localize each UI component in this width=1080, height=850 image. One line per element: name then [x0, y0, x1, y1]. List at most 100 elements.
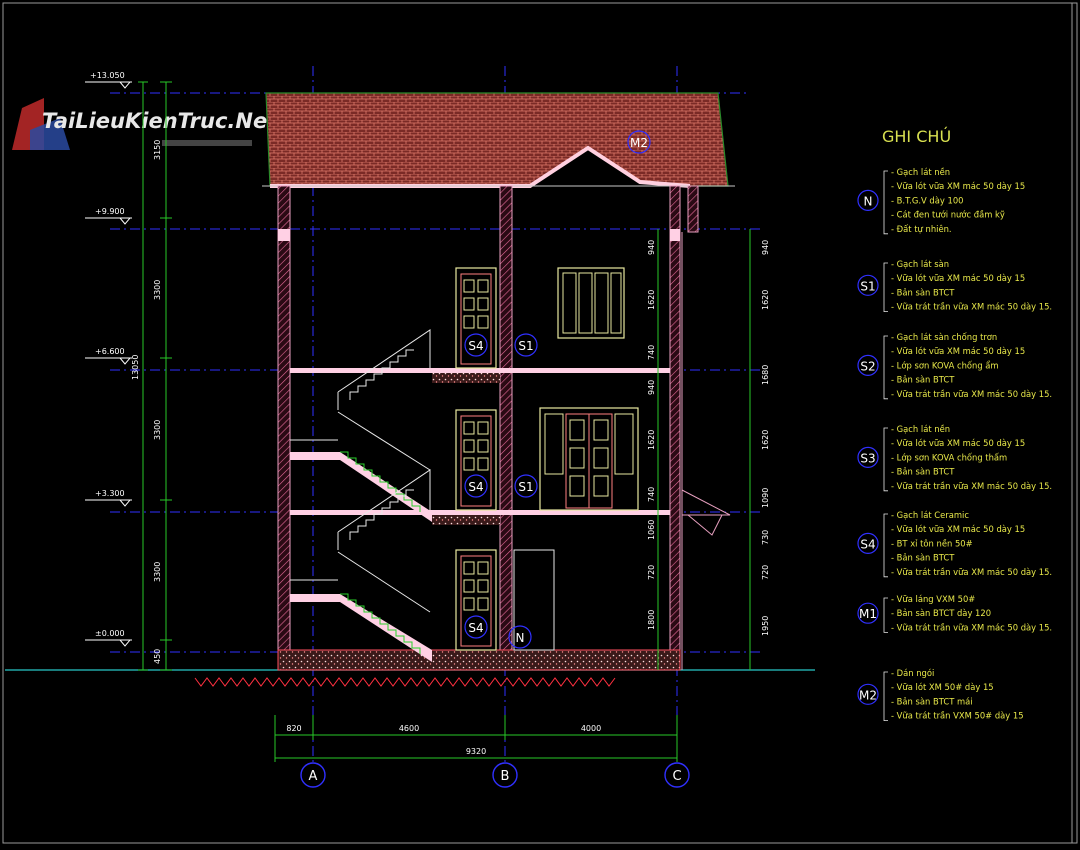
bottom-dimension-text: 820 4600 4000 9320	[286, 724, 601, 756]
note-line: - Cát đen tưới nước đầm kỹ	[891, 210, 1005, 220]
note-group: S1 - Gạch lát sàn - Vữa lót vữa XM mác 50 …	[857, 259, 1052, 312]
dim-text: 4000	[581, 724, 601, 733]
note-line: - Bản sàn BTCT	[891, 287, 955, 297]
note-line: - Gạch lát nền	[891, 424, 950, 435]
level-marker: +9.900	[85, 207, 132, 225]
note-tag: S3	[860, 451, 875, 465]
bottom-dimension-chain	[274, 715, 678, 762]
door	[455, 267, 497, 369]
level-label: +9.900	[95, 207, 125, 216]
notes-title: GHI CHÚ	[882, 127, 951, 146]
notes-groups: N - Gạch lát nền - Vữa lót vữa XM mác 50 d…	[857, 167, 1052, 721]
dim-text: 1620	[647, 290, 656, 310]
note-line: - Vữa lót vữa XM mác 50 dày 15	[891, 273, 1025, 283]
note-tag-circle	[857, 354, 879, 376]
note-line: - Vữa láng VXM 50#	[891, 594, 975, 604]
section-tag-labels: M2 S4 S1 S4 S1 S4 N	[468, 136, 648, 645]
ground-hatch	[194, 677, 616, 687]
note-group: S4- Gạch lát Ceramic- Vữa lót vữa XM mác…	[857, 510, 1052, 578]
door	[455, 549, 497, 651]
dim-text: 13050	[131, 355, 140, 380]
dim-text: 3300	[153, 562, 162, 582]
dim-text: 1620	[761, 290, 770, 310]
note-bracket	[883, 170, 888, 235]
doors	[455, 267, 639, 651]
note-tag-circle	[857, 274, 879, 296]
dim-text: 3150	[153, 140, 162, 160]
note-line: - Vữa trát trần vữa XM mác 50 dày 15.	[891, 567, 1052, 577]
dim-text: 1950	[761, 616, 770, 636]
tag-label: M2	[630, 136, 648, 150]
dim-text: 740	[647, 345, 656, 360]
watermark-logo: TaiLieuKienTruc.Net	[12, 98, 278, 150]
window	[557, 267, 625, 339]
level-label: +13.050	[90, 71, 125, 80]
level-marker: +6.600	[85, 347, 132, 365]
right-dimension-chain	[657, 229, 751, 670]
tag-label: S1	[518, 480, 533, 494]
dim-text: 720	[647, 565, 656, 580]
tag-label: N	[516, 631, 525, 645]
axis-label: A	[309, 769, 318, 784]
tag-label: S4	[468, 339, 483, 353]
note-line: - Lớp sơn KOVA chống ẩm	[891, 360, 999, 370]
level-markers: +13.050 +9.900 +6.600 +3.300 ±0.000	[85, 71, 132, 647]
section-tags	[464, 130, 651, 649]
note-line: - Vữa lót vữa XM mác 50 dày 15	[891, 438, 1025, 448]
note-group: N - Gạch lát nền - Vữa lót vữa XM mác 50 d…	[857, 167, 1025, 235]
note-group: S3 - Gạch lát nền - Vữa lót vữa XM mác 50 …	[857, 424, 1052, 492]
note-line: - Bản sàn BTCT dày 120	[891, 608, 991, 618]
level-marker: +13.050	[85, 71, 132, 89]
note-line: - Bản sàn BTCT	[891, 467, 955, 477]
dim-text: 3300	[153, 420, 162, 440]
dim-text: 3300	[153, 280, 162, 300]
level-label: +3.300	[95, 489, 125, 498]
note-tag: S1	[860, 279, 875, 293]
note-line: - Vữa lót vữa XM mác 50 dày 15	[891, 346, 1025, 356]
note-line: - Vữa trát trần vữa XM mác 50 dày 15.	[891, 481, 1052, 491]
left-dimension-text: 3150 3300 3300 3300 450 13050	[131, 140, 162, 664]
note-line: - Gạch lát nền	[891, 167, 950, 178]
note-line: - Đất tự nhiên.	[891, 224, 952, 235]
note-bracket	[883, 427, 888, 492]
note-tag: S2	[860, 359, 875, 373]
tag-label: S1	[518, 339, 533, 353]
note-line: - Gạch lát sàn chống trơn	[891, 332, 997, 343]
note-line: - Gạch lát sàn	[891, 259, 949, 270]
watermark-text: TaiLieuKienTruc.Net	[42, 109, 278, 133]
note-line: - Vữa lót vữa XM mác 50 dày 15	[891, 524, 1025, 534]
note-line: - Bản sàn BTCT	[891, 553, 955, 563]
level-marker: +3.300	[85, 489, 132, 507]
right-dimension-outer-text: 940 1620 1680 1620 1090 730 720 1950	[761, 240, 770, 636]
note-line: - Dán ngói	[891, 668, 934, 678]
note-tag-circle	[857, 189, 879, 211]
tag-label: S4	[468, 621, 483, 635]
note-line: - Lớp sơn KOVA chống thấm	[891, 452, 1007, 462]
dim-text: 1680	[761, 365, 770, 385]
door-opening	[513, 549, 555, 651]
note-line: - Vữa lót XM 50# dày 15	[891, 682, 994, 692]
dim-text: 1800	[647, 610, 656, 630]
balcony	[681, 489, 731, 536]
note-group: S2 - Gạch lát sàn chống trơn - Vữa lót vữa…	[857, 332, 1052, 400]
dim-text: 1090	[761, 488, 770, 508]
note-line: - Vữa trát trần vữa XM mác 50 dày 15.	[891, 389, 1052, 399]
axis-label: B	[501, 769, 510, 784]
note-line: - Bản sàn BTCT	[891, 375, 955, 385]
note-bracket	[883, 513, 888, 578]
dim-text: 940	[647, 240, 656, 255]
dim-text: 4600	[399, 724, 419, 733]
note-tag: S4	[860, 537, 875, 551]
note-group: M2- Dán ngói- Vữa lót XM 50# dày 15- Bản…	[857, 668, 1024, 721]
tag-label: S4	[468, 480, 483, 494]
note-tag-circle	[857, 602, 879, 624]
note-tag-circle	[857, 446, 879, 468]
floor-slabs	[277, 229, 681, 671]
dim-text: 940	[761, 240, 770, 255]
note-tag: N	[864, 194, 873, 208]
note-line: - Vữa lót vữa XM mác 50 dày 15	[891, 181, 1025, 191]
note-tag: M1	[859, 607, 877, 621]
